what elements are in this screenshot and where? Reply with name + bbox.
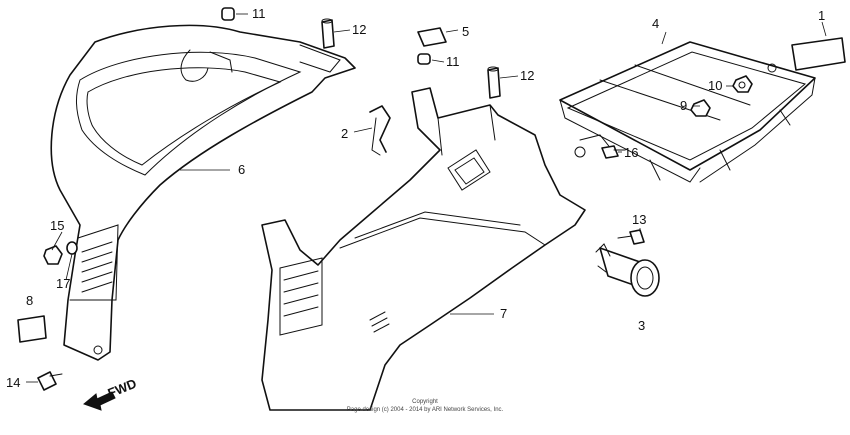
callout-10: 10 — [708, 78, 722, 93]
callout-numbers: 1 2 3 4 5 6 7 8 9 10 11 11 12 12 13 14 1… — [6, 6, 825, 390]
callout-4: 4 — [652, 16, 659, 31]
part-7-inner-cover — [261, 87, 586, 411]
callout-3: 3 — [638, 318, 645, 333]
copyright-notice: Copyright Page design (c) 2004 - 2014 by… — [347, 399, 504, 413]
callout-1: 1 — [818, 8, 825, 23]
part-12-spacer-upper — [321, 18, 335, 49]
part-15-grommet — [43, 245, 63, 265]
callout-12-upper: 12 — [352, 22, 366, 37]
callout-17: 17 — [56, 276, 70, 291]
copyright-line-2: Page design (c) 2004 - 2014 by ARI Netwo… — [347, 407, 504, 413]
part-8-label — [17, 315, 47, 343]
part-11-collar-upper — [221, 7, 235, 21]
callout-5: 5 — [462, 24, 469, 39]
callout-11-upper: 11 — [252, 6, 266, 21]
part-3-lock — [595, 243, 660, 297]
fwd-label: FWD — [106, 376, 139, 401]
part-5-pad — [417, 27, 447, 47]
callout-8: 8 — [26, 293, 33, 308]
part-6-rear-fender — [50, 24, 356, 361]
callout-2: 2 — [341, 126, 348, 141]
callout-6: 6 — [238, 162, 245, 177]
part-12-spacer-lower — [487, 66, 501, 99]
callout-16: 16 — [624, 145, 638, 160]
part-4-rear-carrier — [559, 41, 816, 183]
part-10-nut — [732, 75, 753, 93]
callout-13: 13 — [632, 212, 646, 227]
part-1-label — [791, 37, 846, 71]
callout-9: 9 — [680, 98, 687, 113]
part-11-collar-lower — [417, 53, 431, 65]
copyright-line-1: Copyright — [412, 399, 438, 405]
part-13-screw — [617, 229, 645, 245]
callout-15: 15 — [50, 218, 64, 233]
fwd-arrow: FWD — [83, 376, 139, 411]
callout-12-lower: 12 — [520, 68, 534, 83]
callout-14: 14 — [6, 375, 20, 390]
leader-lines — [26, 13, 827, 383]
part-2-clip — [369, 105, 391, 156]
part-17-washer — [66, 241, 78, 255]
part-9-nut — [690, 99, 711, 117]
callout-11-lower: 11 — [446, 54, 460, 69]
callout-7: 7 — [500, 306, 507, 321]
part-14-bolt — [37, 371, 63, 391]
part-16-bolt — [601, 145, 626, 159]
